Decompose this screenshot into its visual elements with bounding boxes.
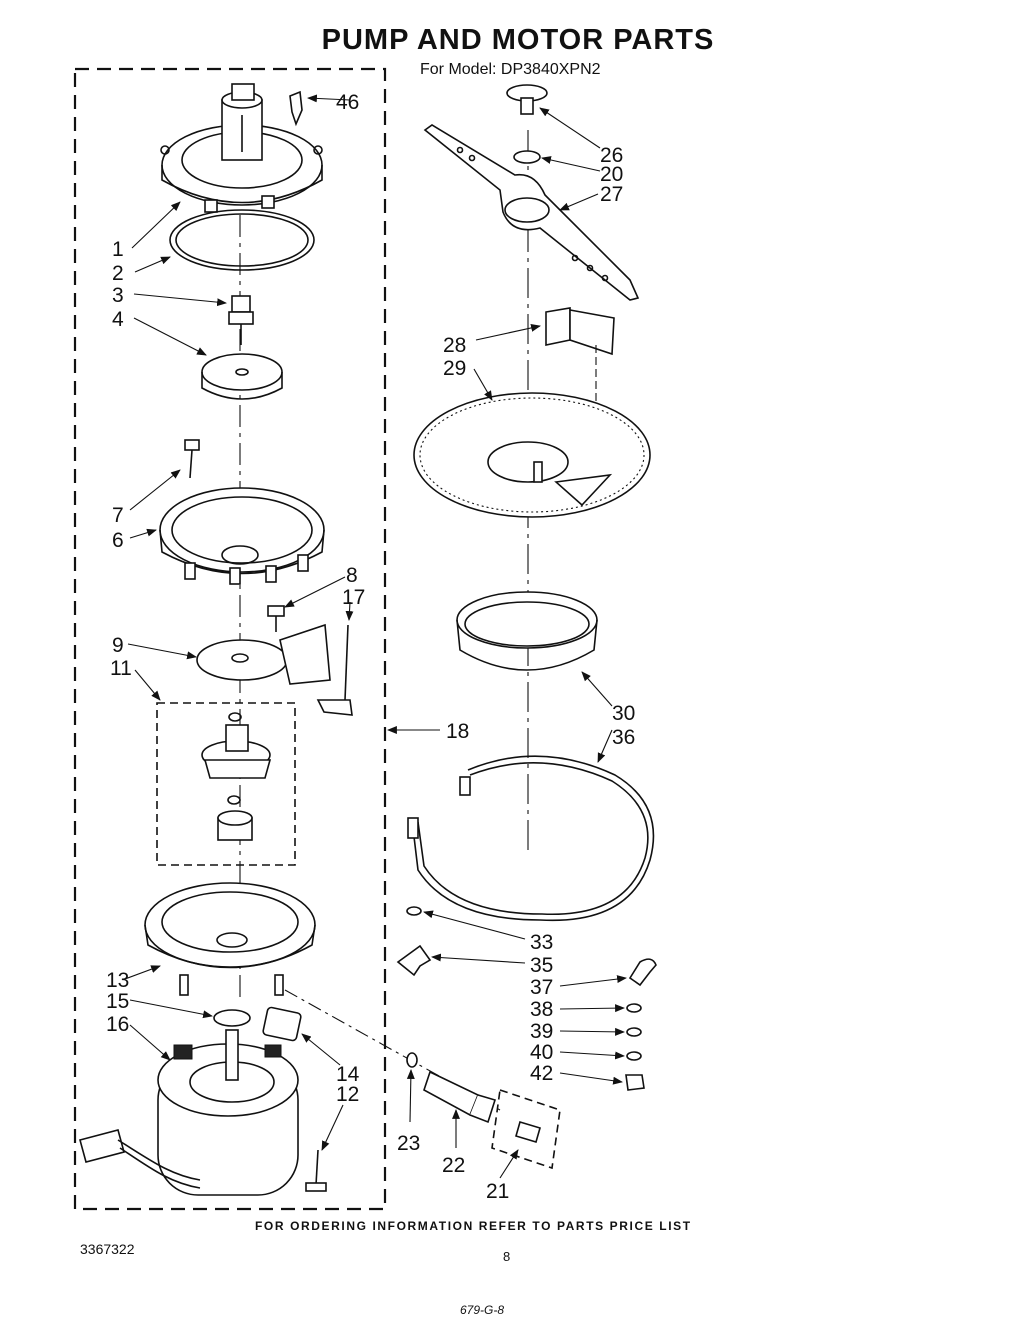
callout-38: 38 bbox=[530, 998, 553, 1021]
pump-housing-part bbox=[159, 487, 325, 585]
page-number: 8 bbox=[503, 1249, 511, 1264]
callout-15: 15 bbox=[106, 990, 129, 1013]
washer-part-15 bbox=[213, 1009, 251, 1027]
bracket-part-35 bbox=[396, 944, 432, 977]
washer-part-39 bbox=[626, 1027, 642, 1037]
subassembly-11-boundary bbox=[156, 702, 296, 866]
washer-part-40 bbox=[626, 1051, 642, 1061]
callout-4: 4 bbox=[112, 308, 124, 331]
callout-27: 27 bbox=[600, 183, 623, 206]
screw-part-12 bbox=[305, 1149, 327, 1192]
impeller-disc-part bbox=[201, 353, 283, 400]
callout-26: 26 bbox=[600, 144, 623, 167]
washer-part-20 bbox=[513, 150, 541, 164]
impeller-bolt-part bbox=[228, 295, 254, 345]
page-title: PUMP AND MOTOR PARTS bbox=[321, 24, 715, 56]
document-number: 3367322 bbox=[80, 1241, 135, 1257]
callout-30: 30 bbox=[612, 702, 635, 725]
o-ring-part bbox=[169, 209, 315, 271]
callout-42: 42 bbox=[530, 1062, 553, 1085]
callout-37: 37 bbox=[530, 976, 553, 999]
connector-part-22 bbox=[423, 1070, 497, 1124]
block-part-14 bbox=[262, 1006, 302, 1042]
callout-7: 7 bbox=[112, 504, 124, 527]
callout-6: 6 bbox=[112, 529, 124, 552]
callout-29: 29 bbox=[443, 357, 466, 380]
callout-leaders bbox=[124, 94, 627, 1179]
screw-part-7 bbox=[184, 439, 200, 479]
hook-part-37 bbox=[628, 958, 657, 987]
callout-35: 35 bbox=[530, 954, 553, 977]
filter-screen-part bbox=[413, 392, 651, 518]
o-ring-part-23 bbox=[406, 1052, 418, 1068]
ordering-note: FOR ORDERING INFORMATION REFER TO PARTS … bbox=[255, 1219, 692, 1233]
callout-20: 20 bbox=[600, 163, 623, 186]
callout-14: 14 bbox=[336, 1063, 360, 1086]
model-number: For Model: DP3840XPN2 bbox=[420, 61, 601, 78]
callout-16: 16 bbox=[106, 1013, 129, 1036]
callout-46: 46 bbox=[336, 91, 359, 114]
callout-21: 21 bbox=[486, 1180, 509, 1203]
callout-23: 23 bbox=[397, 1132, 420, 1155]
callout-28: 28 bbox=[443, 334, 466, 357]
impeller-subassembly-11 bbox=[201, 712, 272, 841]
callout-9: 9 bbox=[112, 634, 124, 657]
pump-assembly-boundary bbox=[73, 67, 387, 1211]
revision-code: 679-G-8 bbox=[460, 1303, 505, 1317]
motor-mount-part bbox=[144, 882, 316, 996]
filter-ring-part bbox=[456, 591, 598, 671]
callout-17: 17 bbox=[342, 586, 365, 609]
callout-33: 33 bbox=[530, 931, 553, 954]
deflector-part bbox=[545, 307, 615, 490]
callout-2: 2 bbox=[112, 262, 124, 285]
callout-18: 18 bbox=[446, 720, 469, 743]
callout-40: 40 bbox=[530, 1041, 553, 1064]
hub-nut-part bbox=[506, 84, 548, 115]
heater-ring-part bbox=[407, 755, 655, 922]
callout-3: 3 bbox=[112, 284, 124, 307]
callout-39: 39 bbox=[530, 1020, 553, 1043]
washer-part-33 bbox=[406, 906, 422, 916]
seal-plate-part bbox=[196, 623, 331, 685]
callout-12: 12 bbox=[336, 1083, 359, 1106]
nut-part-42 bbox=[625, 1074, 645, 1091]
callout-1: 1 bbox=[112, 238, 124, 261]
callout-11: 11 bbox=[110, 657, 132, 680]
callout-13: 13 bbox=[106, 969, 129, 992]
callout-22: 22 bbox=[442, 1154, 465, 1177]
motor-part bbox=[79, 1029, 299, 1196]
pump-cover-part bbox=[160, 83, 323, 213]
clip-part-46 bbox=[289, 90, 303, 127]
washer-part-38 bbox=[626, 1003, 642, 1013]
callout-8: 8 bbox=[346, 564, 358, 587]
spray-arm-part bbox=[423, 124, 640, 301]
callout-36: 36 bbox=[612, 726, 635, 749]
clip-part-21 bbox=[491, 1088, 561, 1170]
probe-part-17 bbox=[316, 624, 353, 716]
